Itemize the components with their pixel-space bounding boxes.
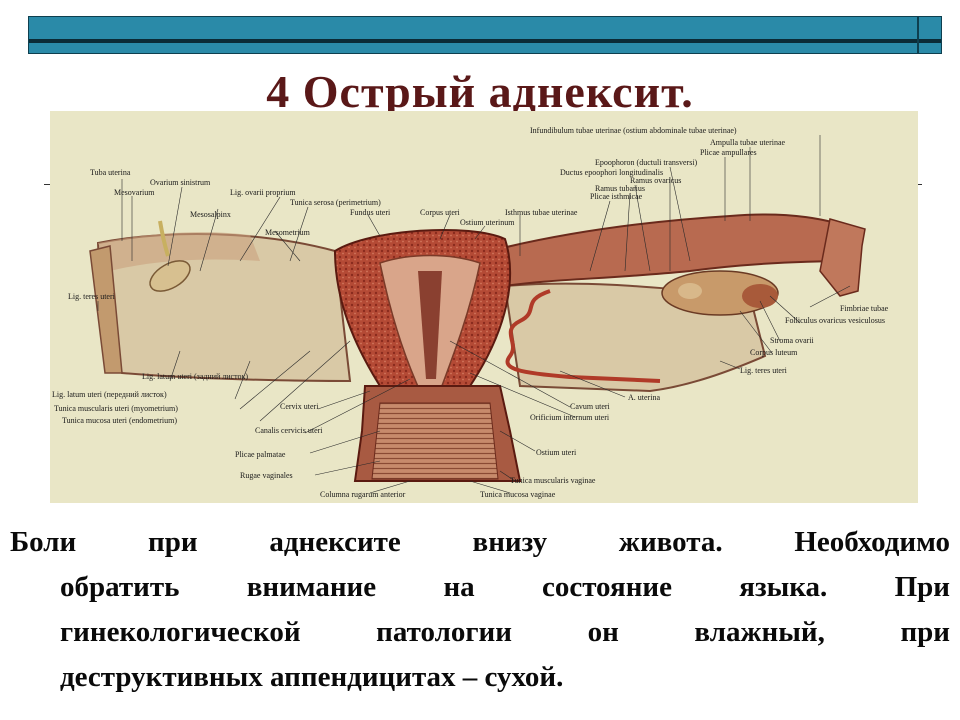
label-stroma-ovarii: Stroma ovarii (770, 336, 815, 345)
slide-caption: Боли при аднексите внизу живота. Необход… (10, 520, 950, 700)
label-infundibulum: Infundibulum tubae uterinae (ostium abdo… (530, 126, 737, 135)
label-mesovarium: Mesovarium (114, 188, 155, 197)
uterus (333, 229, 512, 392)
anatomy-figure: Tuba uterina Ovarium sinistrum Mesovariu… (50, 111, 918, 503)
label-plicae-palmatae: Plicae palmatae (235, 450, 286, 459)
label-tunica-muscularis-uteri: Tunica muscularis uteri (myometrium) (54, 404, 178, 413)
label-tunica-muscularis-vaginae: Tunica muscularis vaginae (510, 476, 596, 485)
caption-line-4: деструктивных аппендицитах – сухой. (60, 661, 564, 693)
label-isthmus-tubae: Isthmus tubae uterinae (505, 208, 578, 217)
label-tuba-uterina: Tuba uterina (90, 168, 131, 177)
label-ramus-ovaricus: Ramus ovaricus (630, 176, 681, 185)
label-fimbriae: Fimbriae tubae (840, 304, 889, 313)
label-lig-teres-uteri-right: Lig. teres uteri (740, 366, 788, 375)
label-corpus-luteum: Corpus luteum (750, 348, 798, 357)
label-rugae-vaginales: Rugae vaginales (240, 471, 293, 480)
slide-title: 4 Острый аднексит. (266, 66, 694, 117)
label-tunica-mucosa-vaginae: Tunica mucosa vaginae (480, 490, 556, 499)
leader-lines (97, 135, 851, 494)
label-plicae-isthmicae: Plicae isthmicae (590, 192, 643, 201)
label-ostium-uterinum: Ostium uterinum (460, 218, 515, 227)
label-fundus-uteri: Fundus uteri (350, 208, 391, 217)
caption-line-1: Боли при аднексите внизу живота. Необход… (10, 526, 950, 558)
label-folliculus: Folliculus ovaricus vesiculosus (785, 316, 885, 325)
label-orificium-internum: Orificium internum uteri (530, 413, 610, 422)
top-decorative-square (918, 16, 942, 54)
label-epoophoron: Epoophoron (ductuli transversi) (595, 158, 698, 167)
label-columna-rugarum: Columna rugarum anterior (320, 490, 406, 499)
uterine-artery (505, 289, 661, 383)
label-cervix-uteri: Cervix uteri (280, 402, 319, 411)
label-ductus-epoophori: Ductus epoophori longitudinalis (560, 168, 663, 177)
label-a-uterina: A. uterina (628, 393, 660, 402)
caption-line-2: обратить внимание на состояние языка. Пр… (60, 571, 950, 603)
right-fallopian-tube (488, 213, 866, 297)
top-decorative-bar (28, 16, 918, 54)
right-ovary (661, 270, 779, 316)
label-lig-teres-uteri-left: Lig. teres uteri (68, 292, 116, 301)
label-canalis-cervicis: Canalis cervicis uteri (255, 426, 323, 435)
label-plicae-ampullares: Plicae ampullares (700, 148, 757, 157)
label-lig-latum: Lig. latum uteri (задний листок) (142, 372, 248, 381)
label-lig-ovarii-proprium: Lig. ovarii proprium (230, 188, 296, 197)
label-ramus-tubarius: Ramus tubarius (595, 184, 645, 193)
label-ostium-uteri: Ostium uteri (536, 448, 577, 457)
label-lig-latum-front: Lig. latum uteri (передний листок) (52, 390, 167, 399)
label-cavum-uteri: Cavum uteri (570, 402, 611, 411)
cervix-vagina (353, 385, 522, 482)
left-broad-ligament (89, 232, 352, 383)
label-ovarium-sinistrum: Ovarium sinistrum (150, 178, 211, 187)
caption-line-3: гинекологической патологии он влажный, п… (60, 616, 950, 648)
label-tunica-serosa: Tunica serosa (perimetrium) (290, 198, 381, 207)
label-corpus-uteri: Corpus uteri (420, 208, 461, 217)
label-ampulla: Ampulla tubae uterinae (710, 138, 786, 147)
left-ovary (149, 220, 191, 292)
label-mesometrium: Mesometrium (265, 228, 311, 237)
label-mesosalpinx: Mesosalpinx (190, 210, 231, 219)
label-tunica-mucosa-uteri: Tunica mucosa uteri (endometrium) (62, 416, 177, 425)
